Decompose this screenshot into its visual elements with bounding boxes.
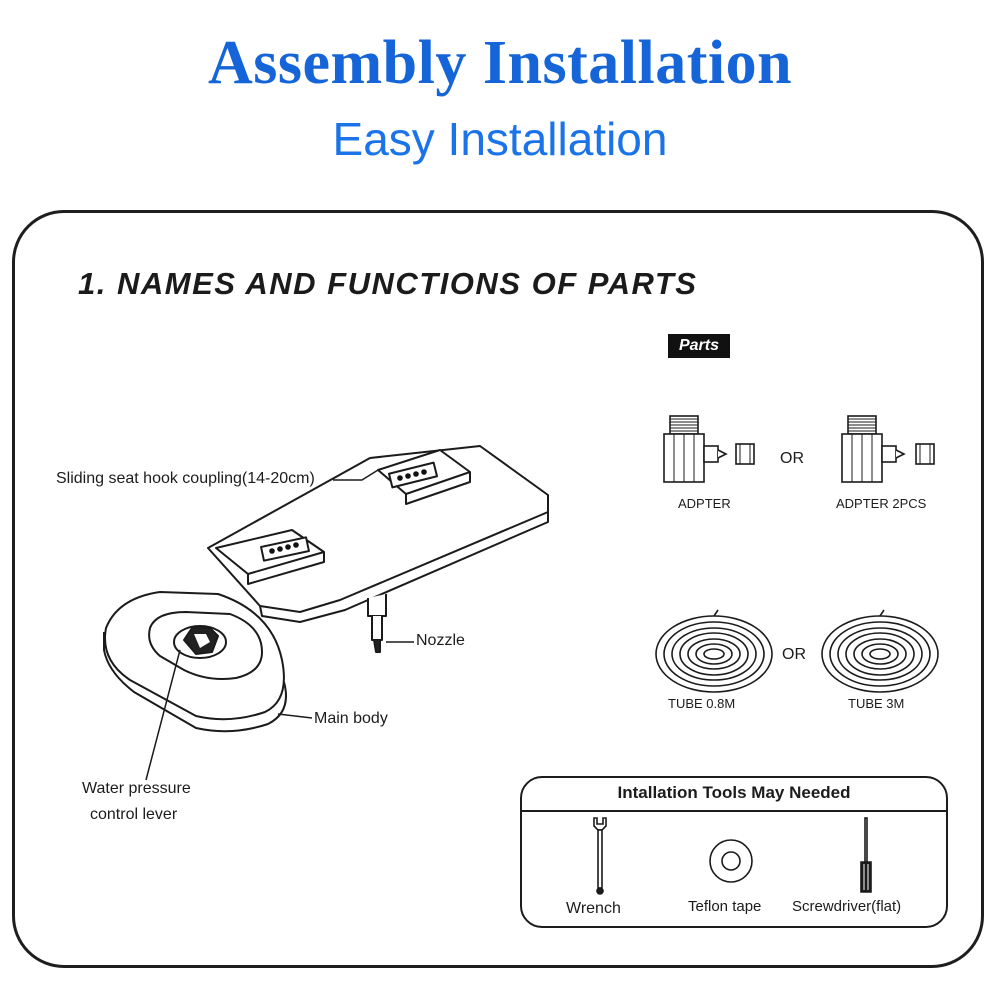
tube-coil-icon <box>655 609 773 693</box>
tool-label-teflon: Teflon tape <box>688 898 762 915</box>
adapter-label: ADPTER <box>678 496 731 511</box>
lever-label-line2: control lever <box>90 806 178 823</box>
coupling-label: Sliding seat hook coupling(14-20cm) <box>56 470 315 487</box>
parts-badge: Parts <box>668 334 730 358</box>
teflon-tape-icon <box>709 839 753 883</box>
wrench-icon <box>593 817 607 895</box>
tool-label-screwdriver: Screwdriver(flat) <box>792 898 902 915</box>
tools-divider <box>522 810 946 812</box>
tube-short-label: TUBE 0.8M <box>668 696 736 711</box>
page-subtitle: Easy Installation <box>332 113 668 165</box>
main-body-label: Main body <box>314 710 388 727</box>
adapter-2pcs-label: ADPTER 2PCS <box>836 496 927 511</box>
tube-long-label: TUBE 3M <box>848 696 905 711</box>
or-separator-adapters: OR <box>780 450 804 467</box>
page-title: Assembly Installation <box>207 29 793 97</box>
nozzle-label: Nozzle <box>416 632 465 649</box>
adapter-2pcs-icon <box>841 415 935 483</box>
screwdriver-icon <box>860 817 872 893</box>
tools-title: Intallation Tools May Needed <box>617 783 851 802</box>
lever-label-line1: Water pressure <box>82 780 191 797</box>
tube-coil-3m-icon <box>821 609 939 693</box>
or-separator-tubes: OR <box>782 646 806 663</box>
tool-label-wrench: Wrench <box>566 900 621 917</box>
section-heading: 1. NAMES AND FUNCTIONS OF PARTS <box>78 266 698 301</box>
adapter-icon <box>663 415 755 483</box>
